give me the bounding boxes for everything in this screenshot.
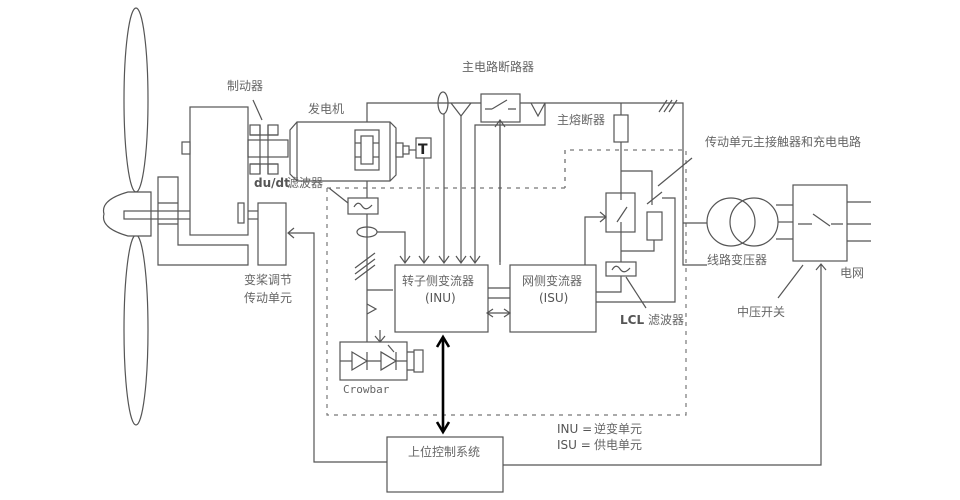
upper-control-system xyxy=(386,436,504,493)
main-fuse xyxy=(613,114,629,143)
grid-converter-label: 网侧变流器 xyxy=(522,273,582,288)
stator-line xyxy=(366,102,707,266)
control-system-label: 上位控制系统 xyxy=(408,444,480,459)
crowbar-thyristor xyxy=(380,344,407,372)
brake xyxy=(249,99,279,175)
main-circuit-breaker xyxy=(480,93,521,123)
tacho-label: T xyxy=(418,142,428,158)
legend-meaning-inu: 逆变单元 xyxy=(594,421,642,436)
crowbar-resistor xyxy=(413,349,424,373)
pitch-unit-label-line2: 传动单元 xyxy=(244,290,292,305)
lcl-label-suffix: 滤波器 xyxy=(648,313,684,327)
lcl-filter xyxy=(605,261,637,277)
mv-switch-label: 中压开关 xyxy=(737,304,785,319)
generator xyxy=(289,121,416,182)
grid-label: 电网 xyxy=(840,266,864,280)
rotor-converter-abbr: (INU) xyxy=(425,291,456,305)
line-transformer-label: 线路变压器 xyxy=(707,252,767,267)
pitch-unit-label-line1: 变桨调节 xyxy=(244,272,292,287)
abbreviation-legend: INU = 逆变单元 ISU = 供电单元 xyxy=(557,421,642,452)
medium-voltage-switch xyxy=(792,184,848,262)
stator-current-sensor xyxy=(437,91,449,115)
rotor-converter-label: 转子侧变流器 xyxy=(402,273,474,288)
dudt-label-prefix: du/dt xyxy=(254,176,290,190)
crowbar-label: Crowbar xyxy=(343,383,390,396)
pitch-bracket xyxy=(157,176,249,266)
control-to-mv-switch-line xyxy=(503,264,822,466)
lcl-label-prefix: LCL xyxy=(620,313,644,327)
drive-contactor-label: 传动单元主接触器和充电电路 xyxy=(705,134,861,149)
inu-isu-communication-arrow xyxy=(485,308,512,318)
main-breaker-label: 主电路断路器 xyxy=(462,59,534,74)
hub-nose xyxy=(102,191,152,237)
pitch-drive-unit xyxy=(257,202,287,266)
grid-side-converter xyxy=(509,264,597,333)
dudt-label-suffix: 滤波器 xyxy=(287,176,323,190)
line-transformer xyxy=(683,197,793,247)
blade-top xyxy=(123,7,149,193)
three-phase-mark-rotor xyxy=(354,252,376,281)
control-to-pitch-line xyxy=(288,232,387,463)
three-phase-mark-top xyxy=(658,99,678,113)
gearbox xyxy=(181,106,289,236)
converter-cabinet-boundary xyxy=(326,149,687,416)
crowbar-diode-1 xyxy=(351,350,381,372)
blade-bottom xyxy=(123,234,149,426)
charging-resistor xyxy=(646,211,663,241)
stator-voltage-sensor xyxy=(450,102,472,117)
dudt-filter xyxy=(347,197,379,215)
turbine-rotor xyxy=(102,7,261,426)
grid-converter-abbr: (ISU) xyxy=(539,291,568,305)
generator-label: 发电机 xyxy=(308,101,344,116)
legend-abbr-isu: ISU = xyxy=(557,438,591,452)
legend-abbr-inu: INU = xyxy=(557,422,592,436)
brake-label: 制动器 xyxy=(227,79,263,93)
rotor-side-converter xyxy=(394,264,489,333)
main-fuse-label: 主熔断器 xyxy=(557,112,605,127)
legend-meaning-isu: 供电单元 xyxy=(594,438,642,452)
